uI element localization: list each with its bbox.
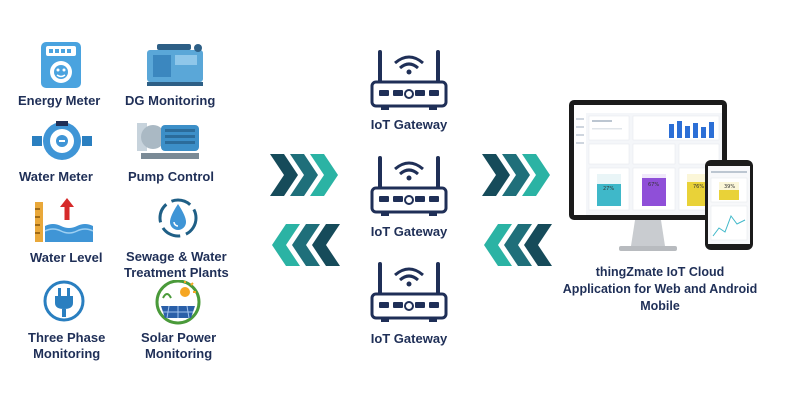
cloud-app-label-line1: thingZmate IoT Cloud	[595, 265, 725, 279]
backward-chevrons-icon	[484, 224, 552, 266]
forward-chevrons-icon	[482, 154, 550, 196]
gauge-value: 67%	[648, 182, 659, 188]
device-label-solar-line2: Monitoring	[144, 346, 213, 361]
device-label-pump-control: Pump Control	[128, 169, 214, 184]
device-label-water-meter: Water Meter	[19, 169, 93, 184]
device-label-sewage-line1: Sewage & Water	[126, 249, 227, 264]
cloud-app-label-line3: Mobile	[640, 299, 680, 313]
router-icon	[370, 50, 448, 110]
solar-panel-icon	[155, 280, 201, 325]
gauge-value: 76%	[693, 184, 704, 190]
mobile-gauge-value: 39%	[724, 184, 735, 190]
device-label-energy-meter: Energy Meter	[18, 93, 101, 108]
backward-chevrons-icon	[272, 224, 340, 266]
device-label-three-phase-line1: Three Phase	[28, 330, 106, 345]
water-level-icon	[35, 198, 94, 242]
cloud-app-label-line2: Application for Web and Android	[562, 282, 758, 296]
device-label-three-phase: Three Phase Monitoring	[28, 330, 105, 362]
dashboard-monitor-icon	[569, 100, 753, 251]
device-label-water-level: Water Level	[30, 250, 103, 265]
gateway-label: IoT Gateway	[370, 331, 448, 346]
device-label-solar-power: Solar Power Monitoring	[141, 330, 216, 362]
dg-generator-icon	[147, 44, 203, 86]
cloud-app-label: thingZmate IoT Cloud Application for Web…	[555, 264, 765, 315]
device-label-sewage-treatment: Sewage & Water Treatment Plants	[124, 249, 229, 281]
gateway-label: IoT Gateway	[370, 224, 448, 239]
energy-meter-icon	[41, 42, 81, 88]
device-label-three-phase-line2: Monitoring	[33, 346, 101, 361]
router-icon	[370, 156, 448, 216]
pump-icon	[137, 123, 199, 159]
device-label-dg-monitoring: DG Monitoring	[125, 93, 216, 108]
router-icon	[370, 262, 448, 322]
gauge-value: 27%	[603, 186, 614, 192]
device-label-sewage-line2: Treatment Plants	[124, 265, 229, 280]
power-plug-icon	[43, 280, 85, 322]
forward-chevrons-icon	[270, 154, 338, 196]
dashboard-gauge-labels: 27% 67% 76% 39%	[603, 182, 735, 192]
water-drop-recycle-icon	[158, 198, 198, 238]
water-meter-icon	[32, 121, 92, 160]
gateway-label: IoT Gateway	[370, 117, 448, 132]
device-label-solar-line1: Solar Power	[141, 330, 217, 345]
